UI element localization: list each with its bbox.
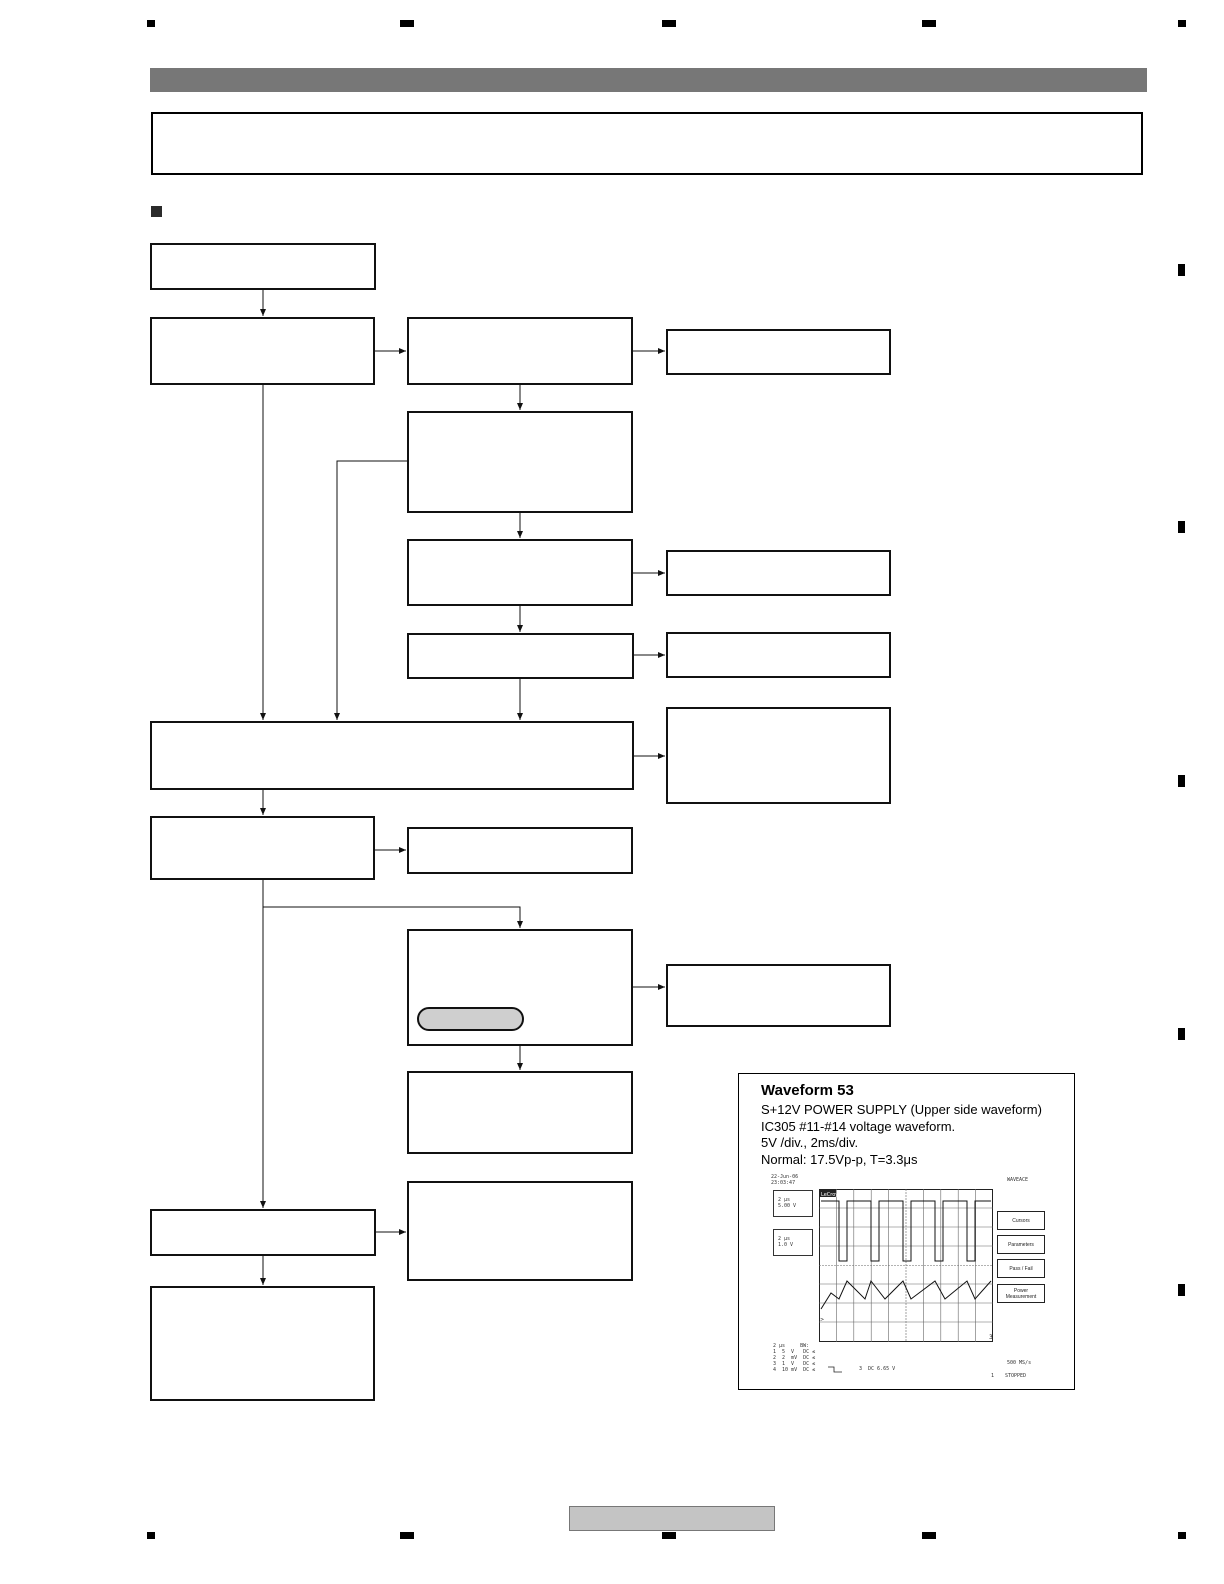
flow-box-result-2 xyxy=(666,550,891,596)
registration-mark-top-3 xyxy=(662,20,676,27)
scope-brand: LeCroy xyxy=(821,1192,838,1198)
flow-box-check-3 xyxy=(407,411,633,513)
scope-date: 22-Jun-06 xyxy=(771,1174,799,1180)
scope-channel-1-box: 2 μs 5.00 V xyxy=(773,1190,813,1217)
footer-bar xyxy=(569,1506,775,1531)
waveform-panel: Waveform 53 S+12V POWER SUPPLY (Upper si… xyxy=(738,1073,1075,1390)
scope-parameters-button: Parameters xyxy=(997,1235,1045,1254)
scope-channel-2-box: 2 μs 1.0 V xyxy=(773,1229,813,1256)
registration-mark-side-5 xyxy=(1178,1284,1185,1296)
flow-box-result-7 xyxy=(407,1071,633,1154)
flow-box-end xyxy=(150,1286,375,1401)
waveform-line-2: IC305 #11-#14 voltage waveform. xyxy=(761,1119,956,1134)
registration-mark-bottom-5 xyxy=(1178,1532,1186,1539)
scope-cursors-button: Cursors xyxy=(997,1211,1045,1230)
flow-box-check-4 xyxy=(407,539,633,606)
registration-mark-bottom-2 xyxy=(400,1532,414,1539)
scope-power-measurement-button: Power Measurement xyxy=(997,1284,1045,1303)
registration-mark-side-1 xyxy=(1178,264,1185,276)
svg-text:>: > xyxy=(820,1317,824,1323)
registration-mark-side-2 xyxy=(1178,521,1185,533)
flow-box-check-8 xyxy=(150,1209,376,1256)
scope-trigger-edge-icon xyxy=(828,1366,842,1373)
registration-mark-bottom-4 xyxy=(922,1532,936,1539)
notice-box xyxy=(151,112,1143,175)
scope-ch2-timebase: 2 μs xyxy=(778,1236,791,1242)
scope-trigger-info: 3 DC 6.65 V xyxy=(859,1366,896,1372)
registration-mark-side-4 xyxy=(1178,1028,1185,1040)
flow-box-result-5 xyxy=(407,827,633,874)
flow-box-result-3 xyxy=(666,632,891,678)
registration-mark-bottom-1 xyxy=(147,1532,155,1539)
flow-box-start xyxy=(150,243,376,290)
scope-model: WAVEACE xyxy=(1007,1177,1029,1183)
flow-box-result-1 xyxy=(666,329,891,375)
waveform-line-3: 5V /div., 2ms/div. xyxy=(761,1135,859,1150)
flow-box-result-4 xyxy=(666,707,891,804)
scope-ch1-timebase: 2 μs xyxy=(778,1197,791,1203)
flow-box-check-1 xyxy=(150,317,375,385)
flow-box-check-2 xyxy=(407,317,633,385)
scope-channel-settings: 2 μs BW: 1 5 V DC ≤ 2 2 mV DC ≤ 3 1 V DC… xyxy=(773,1343,816,1373)
registration-mark-top-5 xyxy=(1178,20,1186,27)
scope-ch1-scale: 5.00 V xyxy=(778,1203,797,1209)
scope-pass-fail-button: Pass / Fail xyxy=(997,1259,1045,1278)
registration-mark-side-3 xyxy=(1178,775,1185,787)
svg-text:3: 3 xyxy=(989,1334,993,1341)
waveform-line-4: Normal: 17.5Vp-p, T=3.3μs xyxy=(761,1152,918,1167)
waveform-line-1: S+12V POWER SUPPLY (Upper side waveform) xyxy=(761,1102,1042,1117)
registration-mark-top-1 xyxy=(147,20,155,27)
registration-mark-top-4 xyxy=(922,20,936,27)
flow-box-result-8 xyxy=(407,1181,633,1281)
flow-box-check-5 xyxy=(407,633,634,679)
waveform-reference-tag xyxy=(417,1007,524,1031)
waveform-title: Waveform 53 xyxy=(761,1082,854,1099)
scope-acq-index: 1 xyxy=(991,1373,995,1379)
flow-box-check-wide xyxy=(150,721,634,790)
flow-box-check-6 xyxy=(150,816,375,880)
scope-sample-rate: 500 MS/s xyxy=(1007,1360,1032,1366)
section-bullet xyxy=(151,206,162,217)
registration-mark-top-2 xyxy=(400,20,414,27)
scope-time: 23:03:47 xyxy=(771,1180,796,1186)
flow-box-result-6 xyxy=(666,964,891,1027)
registration-mark-bottom-3 xyxy=(662,1532,676,1539)
scope-screen: LeCroy > 3 xyxy=(819,1189,993,1342)
header-bar xyxy=(150,68,1147,92)
scope-acq-state: STOPPED xyxy=(1005,1373,1027,1379)
scope-ch2-scale: 1.0 V xyxy=(778,1242,794,1248)
